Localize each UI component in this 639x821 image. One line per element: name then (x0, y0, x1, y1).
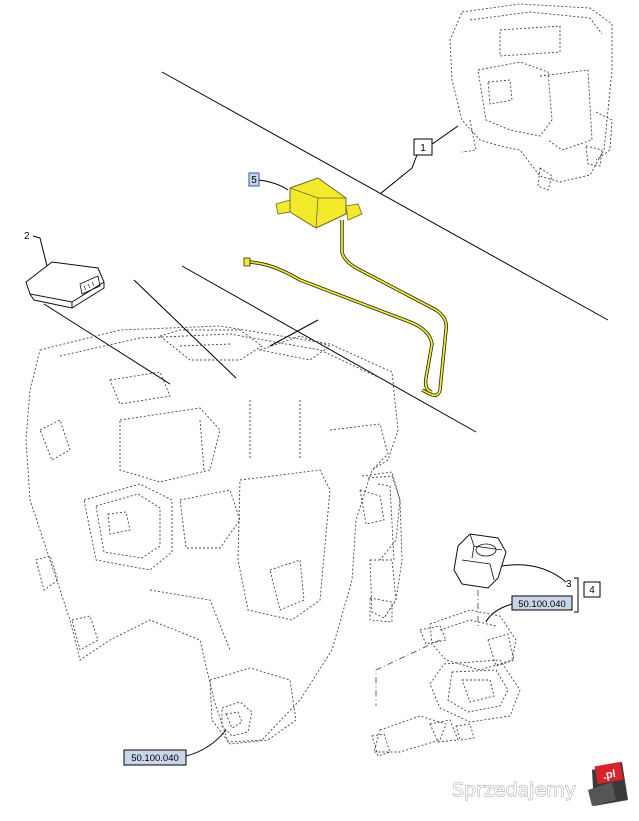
leader-callout-5 (258, 179, 289, 191)
reference-box-right[interactable] (511, 595, 573, 611)
leader-diagonal-mid (181, 265, 477, 433)
reference-label-right[interactable]: 50.100.040 (518, 599, 566, 610)
watermark-logo: .pl (588, 761, 628, 806)
bracket-3-4 (574, 577, 579, 613)
reference-label-bottom[interactable]: 50.100.040 (131, 753, 179, 764)
leader-short-mid (269, 319, 319, 347)
actuator-motor (453, 533, 507, 589)
leader-ref-right (485, 603, 513, 623)
leader-module-right (133, 279, 237, 379)
leader-module-left (43, 303, 171, 385)
leader-diagonal-top (161, 71, 609, 321)
leader-ref-bottom (185, 729, 227, 757)
callout-4-label: 4 (589, 585, 595, 596)
callout-1-box (413, 138, 433, 156)
callout-4-box (583, 581, 601, 598)
leader-callout-2 (32, 235, 49, 271)
leader-callout-1-right (427, 125, 459, 148)
watermark-brand: Sprzedajemy (452, 779, 576, 801)
callout-2-label: 2 (24, 231, 30, 242)
hvac-unit-top-right (449, 3, 613, 191)
callout-5-box[interactable] (248, 172, 260, 187)
hvac-unit-main (25, 325, 401, 745)
leader-callout-3 (501, 564, 567, 583)
highlighted-wiring-harness[interactable] (243, 177, 448, 398)
pump-valve-assembly (371, 609, 521, 757)
callout-3-label: 3 (566, 579, 572, 590)
watermark-badge: .pl (602, 768, 617, 782)
callout-5-label[interactable]: 5 (251, 175, 257, 186)
alignment-line-left (375, 639, 441, 706)
callout-1-label: 1 (420, 143, 426, 154)
hose-right (367, 475, 403, 623)
control-module-part-2 (25, 261, 105, 309)
watermark: Sprzedajemy .pl (452, 761, 628, 806)
reference-box-bottom[interactable] (123, 749, 187, 766)
